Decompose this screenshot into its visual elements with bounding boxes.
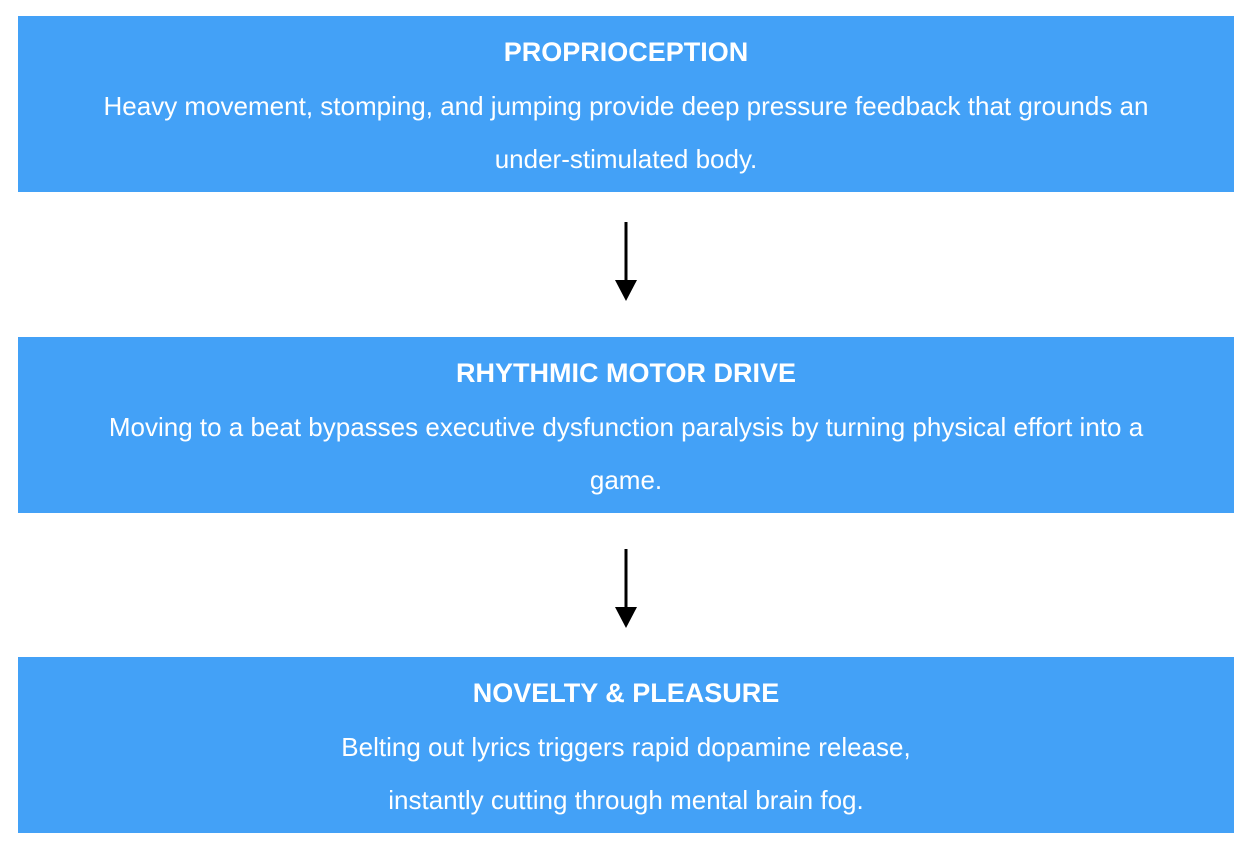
step-description-line: game. — [589, 465, 663, 495]
step-title: NOVELTY & PLEASURE — [472, 678, 780, 708]
arrow-down-icon — [615, 549, 637, 628]
step-title: PROPRIOCEPTION — [503, 37, 749, 67]
step-description-line: instantly cutting through mental brain f… — [388, 785, 864, 815]
step-title: RHYTHMIC MOTOR DRIVE — [455, 358, 796, 388]
step-description-line: Moving to a beat bypasses executive dysf… — [108, 412, 1144, 442]
step-box-novelty-pleasure: NOVELTY & PLEASURE Belting out lyrics tr… — [18, 657, 1234, 833]
step-description-line: Heavy movement, stomping, and jumping pr… — [103, 91, 1149, 121]
step-box-proprioception: PROPRIOCEPTION Heavy movement, stomping,… — [18, 16, 1234, 192]
arrow-down-icon — [615, 222, 637, 301]
step-box-rhythmic-motor-drive: RHYTHMIC MOTOR DRIVE Moving to a beat by… — [18, 337, 1234, 513]
step-description-line: Belting out lyrics triggers rapid dopami… — [341, 732, 911, 762]
step-description-line: under-stimulated body. — [494, 144, 758, 174]
